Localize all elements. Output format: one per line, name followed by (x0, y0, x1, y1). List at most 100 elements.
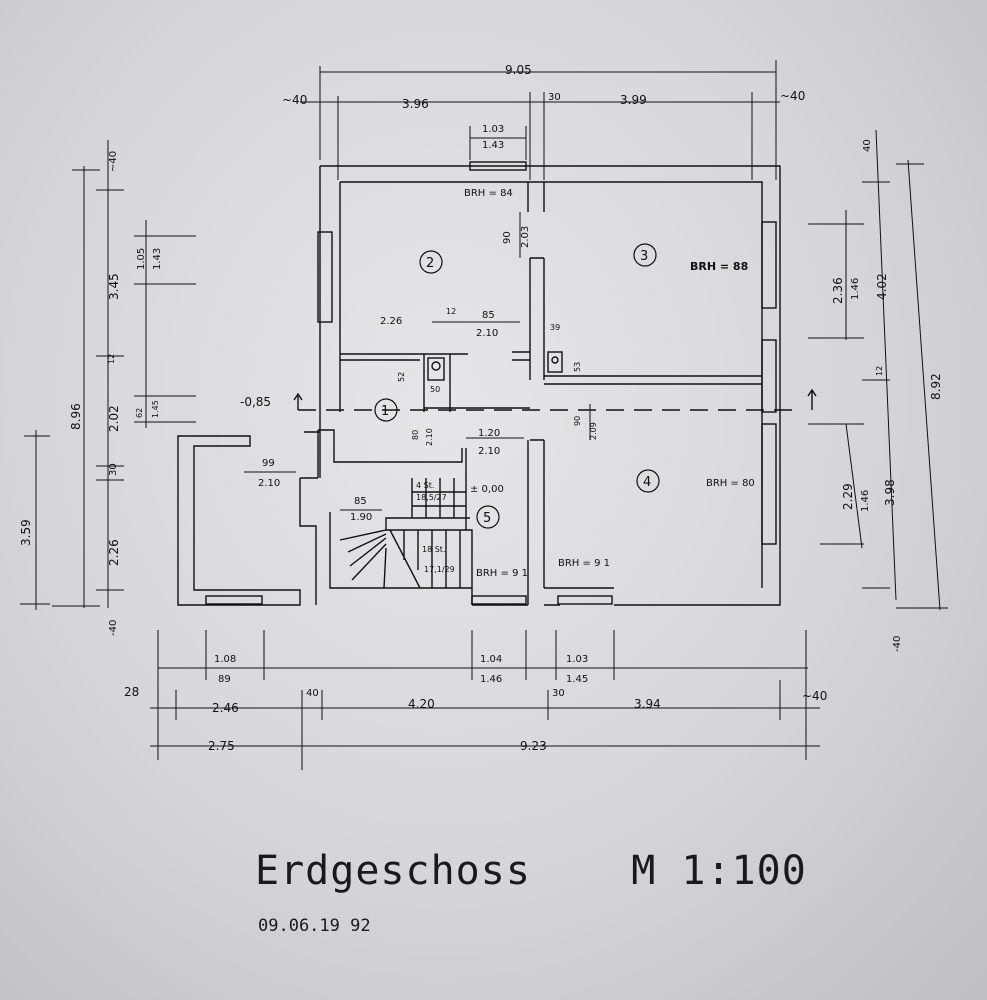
window (761, 423, 777, 545)
dim-bottom-40r: ~40 (802, 689, 827, 703)
dim-inner-120: 1.20 (478, 428, 500, 439)
dim-left-overall: 8.96 (69, 403, 83, 430)
window (471, 595, 527, 605)
dim-inner-85: 85 (482, 310, 495, 321)
window (761, 221, 777, 309)
dim-right-146b: 1.46 (860, 490, 871, 512)
label-stair-b: 18,5/27 (416, 493, 447, 502)
dim-right-229: 2.29 (841, 483, 855, 510)
dim-inner-209: 2.09 (589, 422, 598, 440)
drawing-date: 09.06.19 92 (258, 916, 371, 936)
dim-left-226: 2.26 (107, 539, 121, 566)
room-2-marker (419, 250, 443, 274)
dim-inner-210a: 2.10 (476, 328, 498, 339)
label-brh-room3: BRH = 88 (690, 260, 748, 273)
dim-top-mid: 30 (548, 92, 561, 103)
dim-window-top-b: 1.43 (482, 140, 504, 151)
dim-top-right-span: 3.99 (620, 93, 647, 107)
label-stair-d: 17,1/29 (424, 565, 455, 574)
dim-overall-top: 9.05 (505, 63, 532, 77)
dim-bottom-w2b: 1.46 (480, 674, 502, 685)
dim-inner-210c: 2.10 (478, 446, 500, 457)
extension-wall (177, 435, 301, 606)
dim-inner-210d: 2.10 (258, 478, 280, 489)
dim-right-146a: 1.46 (850, 278, 861, 300)
room-4-number: 4 (643, 475, 651, 490)
dim-right-bot40: -40 (892, 636, 903, 652)
dim-inner-99: 99 (262, 458, 275, 469)
window (317, 231, 333, 323)
label-brh-stair: BRH = 9 1 (476, 568, 528, 579)
dim-inner-226: 2.26 (380, 316, 402, 327)
window (761, 339, 777, 413)
outer-wall (319, 165, 781, 606)
dim-inner-203: 2.03 (520, 226, 531, 248)
dim-bottom-394: 3.94 (634, 697, 661, 711)
dim-left-top40: ~40 (108, 151, 119, 172)
dim-bottom-w1b: 89 (218, 674, 231, 685)
dim-inner-210b: 2.10 (425, 428, 434, 446)
room-5-marker (476, 505, 500, 529)
dim-inner-85b: 85 (354, 496, 367, 507)
dim-left-202: 2.02 (107, 405, 121, 432)
dim-left-143: 1.43 (152, 248, 163, 270)
dim-inner-53: 53 (573, 362, 582, 372)
window (557, 595, 613, 605)
drawing-title: Erdgeschoss M 1:100 (255, 848, 807, 894)
dim-right-398: 3.98 (883, 479, 897, 506)
dim-bottom-28: 28 (124, 685, 139, 699)
dim-left-359: 3.59 (19, 519, 33, 546)
dim-bottom-30: 30 (552, 688, 565, 699)
dim-bottom-246: 2.46 (212, 701, 239, 715)
dim-left-62: 62 (135, 408, 144, 418)
dim-inner-39: 39 (550, 323, 560, 332)
dim-bottom-275: 2.75 (208, 739, 235, 753)
dim-left-345: 3.45 (107, 273, 121, 300)
stair-area (329, 512, 473, 589)
dim-left-12: 12 (107, 354, 116, 364)
label-brh-room4b: BRH = 9 1 (558, 558, 610, 569)
dim-inner-90a: 90 (502, 231, 513, 244)
dim-top-left-span: 3.96 (402, 97, 429, 111)
label-level-zero: ± 0,00 (470, 484, 504, 495)
dim-bottom-w3a: 1.03 (566, 654, 588, 665)
room-3-marker (633, 243, 657, 267)
dim-bottom-w1a: 1.08 (214, 654, 236, 665)
dim-inner-90b: 90 (573, 416, 582, 426)
dim-left-145: 1.45 (151, 400, 160, 418)
dim-left-bot40: -40 (108, 620, 119, 636)
dim-right-overall: 8.92 (929, 373, 943, 400)
dim-bottom-40: 40 (306, 688, 319, 699)
label-brh-room4: BRH = 80 (706, 478, 755, 489)
dim-right-236: 2.36 (831, 277, 845, 304)
dim-top-left-proj: ~40 (282, 93, 307, 107)
room-4-marker (636, 469, 660, 493)
room-3-number: 3 (640, 249, 648, 264)
dim-bottom-923: 9.23 (520, 739, 547, 753)
dim-inner-80: 80 (411, 430, 420, 440)
dim-inner-50: 50 (430, 385, 440, 394)
dim-right-top40: 40 (862, 139, 873, 152)
dim-left-30: 30 (108, 463, 119, 476)
room-2-number: 2 (426, 256, 434, 271)
room-5-number: 5 (483, 511, 491, 526)
dim-bottom-w2a: 1.04 (480, 654, 502, 665)
label-level-entry: -0,85 (240, 395, 271, 409)
dim-bottom-420: 4.20 (408, 697, 435, 711)
room-1-marker (374, 398, 398, 422)
dim-inner-12: 12 (446, 307, 456, 316)
dim-bottom-w3b: 1.45 (566, 674, 588, 685)
room-1-number: 1 (381, 404, 389, 419)
window (205, 595, 263, 605)
dim-inner-52: 52 (397, 372, 406, 382)
dim-right-12: 12 (875, 366, 884, 376)
label-stair-a: 4 St. (416, 481, 434, 490)
window (469, 161, 527, 171)
dim-top-right-proj: ~40 (780, 89, 805, 103)
dim-left-105: 1.05 (136, 248, 147, 270)
label-brh-top: BRH = 84 (464, 188, 513, 199)
dim-inner-190: 1.90 (350, 512, 372, 523)
dim-window-top-a: 1.03 (482, 124, 504, 135)
